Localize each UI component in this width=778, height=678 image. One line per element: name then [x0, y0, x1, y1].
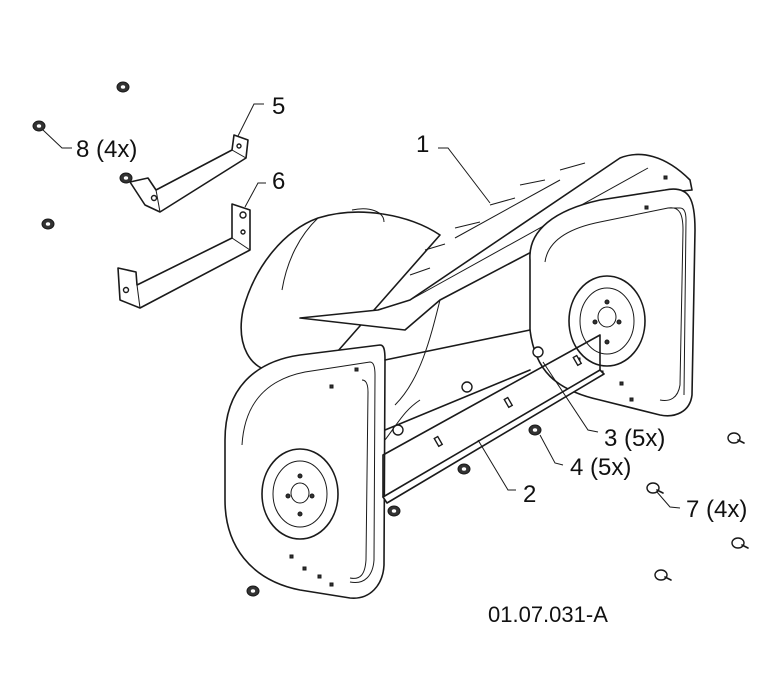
figure-reference: 01.07.031-A [488, 602, 608, 627]
callout-part-8: 8 (4x) [76, 136, 137, 163]
callout-part-6: 6 [272, 168, 285, 195]
leader-6 [244, 182, 266, 208]
nut [32, 120, 46, 132]
callout-part-4: 4 (5x) [570, 454, 631, 481]
leader-1 [438, 147, 491, 204]
impeller-dome [240, 211, 441, 373]
leader-3 [542, 361, 599, 433]
leader-4 [539, 434, 564, 466]
nut [41, 218, 55, 230]
bracket-6 [117, 203, 251, 309]
leader-5 [237, 103, 264, 137]
left-plate-holes [289, 367, 359, 587]
left-hub [261, 448, 339, 540]
screw [731, 537, 749, 549]
flange-nuts [32, 81, 133, 230]
screw [654, 569, 672, 581]
right-hub [568, 275, 646, 367]
auger-housing [224, 153, 696, 599]
bracket-5 [129, 134, 249, 213]
callout-part-7: 7 (4x) [686, 496, 747, 523]
carriage-bolt-heads [392, 346, 544, 436]
nut [528, 424, 542, 436]
nut [119, 172, 133, 184]
callout-part-2: 2 [523, 481, 536, 508]
leader-2 [477, 439, 516, 491]
shave-plate [382, 334, 605, 504]
nut [116, 81, 130, 93]
screw [646, 482, 664, 494]
callout-part-1: 1 [416, 131, 429, 158]
nut [387, 505, 401, 517]
callout-part-3: 3 (5x) [604, 425, 665, 452]
shave-plate-slots [433, 354, 583, 448]
leader-lines [42, 103, 681, 509]
screws [646, 432, 749, 581]
top-plate-slots [409, 162, 586, 276]
leader-8 [42, 129, 72, 149]
nut [457, 463, 471, 475]
callout-part-5: 5 [272, 93, 285, 120]
screw [727, 432, 745, 444]
nut [246, 585, 260, 597]
leader-7 [656, 491, 681, 509]
impeller-dome-rim [351, 208, 385, 223]
hex-nuts [246, 424, 542, 597]
